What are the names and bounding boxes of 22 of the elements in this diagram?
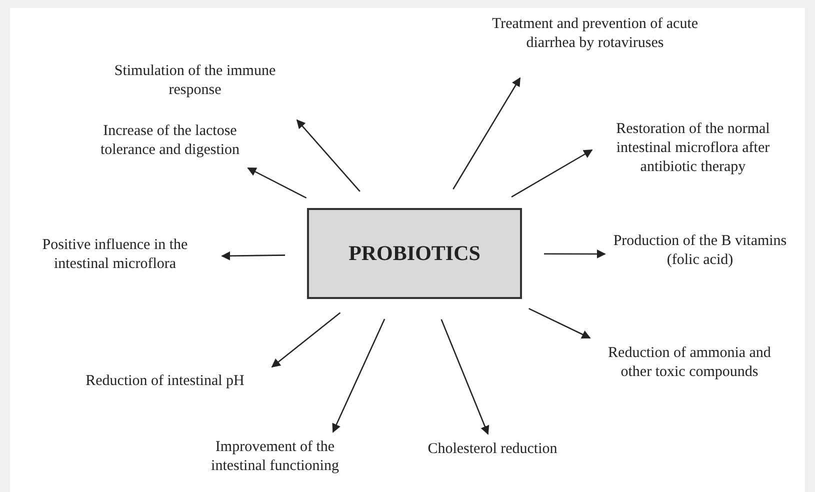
- benefit-text: Reduction of intestinal pH: [84, 372, 246, 391]
- arrow: [452, 77, 521, 190]
- benefit-text: Positive influence in the intestinal microflora: [41, 236, 189, 274]
- arrow: [247, 167, 307, 199]
- arrow: [332, 318, 386, 433]
- arrow: [544, 249, 606, 258]
- arrow: [296, 119, 360, 192]
- benefit-text: Stimulation of the immune response: [113, 62, 277, 100]
- arrow: [528, 308, 591, 339]
- arrow: [511, 149, 593, 198]
- arrow: [271, 312, 341, 368]
- benefit-text: Improvement of the intestinal functioning: [210, 438, 340, 476]
- benefit-text: Restoration of the normal intestinal microflora after antibiotic therapy: [615, 120, 771, 177]
- benefit-text: Cholesterol reduction: [426, 440, 558, 459]
- title-box: [307, 208, 522, 299]
- arrow: [221, 251, 285, 260]
- box-title: PROBIOTICS: [348, 244, 480, 263]
- benefit-text: Reduction of ammonia and other toxic compounds: [607, 344, 772, 382]
- arrow: [440, 319, 490, 435]
- benefit-text: Production of the B vitamins (folic acid): [612, 232, 788, 270]
- benefit-text: Treatment and prevention of acute diarrhea by rotaviruses: [490, 15, 700, 53]
- benefit-text: Increase of the lactose tolerance and digestion: [99, 122, 241, 160]
